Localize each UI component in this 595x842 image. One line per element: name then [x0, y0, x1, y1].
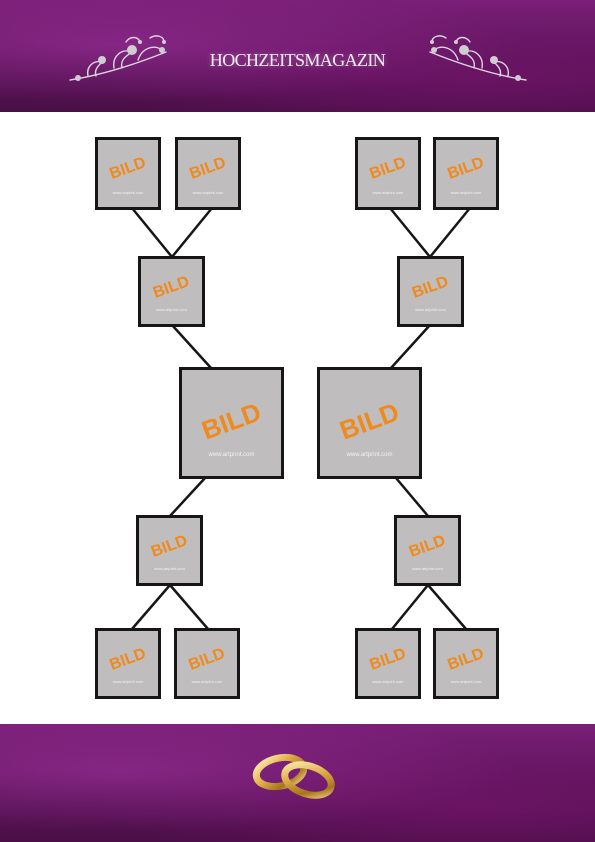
photo-placeholder[interactable]: BILD www.artprint.com — [95, 628, 161, 699]
connector-line — [389, 207, 431, 258]
bild-label: BILD — [445, 154, 487, 183]
photo-placeholder[interactable]: BILD www.artprint.com — [95, 137, 161, 210]
connector-line — [391, 584, 429, 630]
bild-label: BILD — [186, 645, 228, 674]
bild-label: BILD — [187, 154, 229, 183]
photo-placeholder[interactable]: BILD www.artprint.com — [175, 137, 241, 210]
watermark-text: www.artprint.com — [450, 190, 482, 195]
photo-placeholder-large[interactable]: BILD www.artprint.com — [179, 367, 284, 479]
photo-placeholder[interactable]: BILD www.artprint.com — [138, 256, 205, 327]
connector-line — [427, 584, 467, 630]
bild-label: BILD — [445, 645, 487, 674]
photo-placeholder[interactable]: BILD www.artprint.com — [355, 137, 421, 210]
bild-label: BILD — [335, 396, 403, 446]
connector-line — [429, 207, 471, 258]
photo-placeholder[interactable]: BILD www.artprint.com — [136, 515, 203, 586]
bild-label: BILD — [148, 532, 190, 561]
floral-ornament-icon — [69, 35, 167, 81]
watermark-text: www.artprint.com — [372, 190, 404, 195]
watermark-text: www.artprint.com — [208, 452, 255, 458]
watermark-text: www.artprint.com — [192, 190, 224, 195]
watermark-text: www.artprint.com — [415, 307, 446, 312]
wedding-rings-icon — [252, 753, 335, 799]
photo-placeholder[interactable]: BILD www.artprint.com — [397, 256, 464, 327]
photo-placeholder[interactable]: BILD www.artprint.com — [433, 137, 499, 210]
watermark-text: www.artprint.com — [412, 566, 443, 571]
watermark-text: www.artprint.com — [154, 566, 185, 571]
bild-label: BILD — [107, 645, 149, 674]
header-band — [0, 0, 595, 112]
bild-label: BILD — [107, 154, 149, 183]
connector-line — [169, 477, 206, 517]
watermark-text: www.artprint.com — [346, 452, 393, 458]
photo-placeholder[interactable]: BILD www.artprint.com — [355, 628, 421, 699]
photo-placeholder-large[interactable]: BILD www.artprint.com — [317, 367, 422, 479]
connector-line — [131, 207, 173, 258]
connector-line — [131, 584, 171, 630]
connector-line — [171, 324, 212, 369]
connector-line — [171, 207, 213, 258]
bild-label: BILD — [197, 396, 265, 446]
page-title: HOCHZEITSMAGAZIN — [209, 50, 386, 70]
bild-label: BILD — [367, 645, 409, 674]
bild-label: BILD — [367, 154, 409, 183]
watermark-text: www.artprint.com — [156, 307, 187, 312]
photo-placeholder[interactable]: BILD www.artprint.com — [394, 515, 461, 586]
watermark-text: www.artprint.com — [191, 679, 223, 684]
photo-placeholder[interactable]: BILD www.artprint.com — [174, 628, 240, 699]
photo-placeholder[interactable]: BILD www.artprint.com — [433, 628, 499, 699]
bild-label: BILD — [406, 532, 448, 561]
bild-label: BILD — [150, 273, 192, 302]
floral-ornament-icon — [429, 35, 527, 81]
bild-label: BILD — [409, 273, 451, 302]
watermark-text: www.artprint.com — [450, 679, 482, 684]
connector-line — [390, 324, 431, 369]
watermark-text: www.artprint.com — [112, 190, 144, 195]
watermark-text: www.artprint.com — [372, 679, 404, 684]
connector-line — [395, 477, 429, 517]
watermark-text: www.artprint.com — [112, 679, 144, 684]
connector-line — [169, 584, 209, 630]
